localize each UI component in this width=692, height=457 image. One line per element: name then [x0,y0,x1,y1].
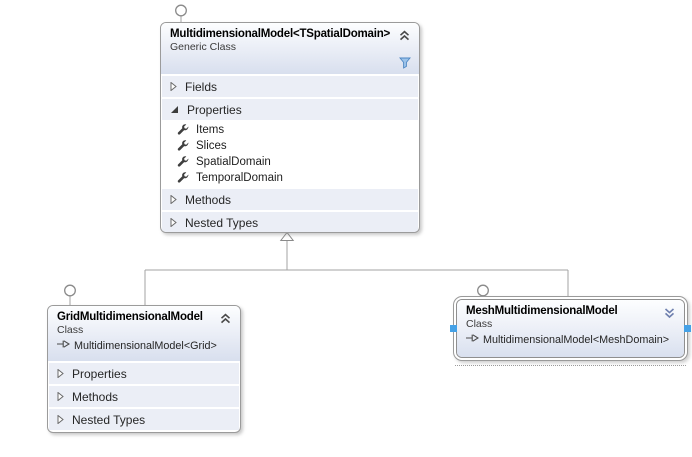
expander-collapsed-icon[interactable] [170,81,177,92]
member-item[interactable]: Slices [161,138,419,154]
property-member-list: Items Slices SpatialDomain TemporalDomai… [161,120,419,187]
compartment-fields[interactable]: Fields [162,76,418,97]
compartment-label: Methods [185,192,232,207]
expander-collapsed-icon[interactable] [57,368,64,379]
selection-adorner: MeshMultidimensionalModel Class Multidim… [450,296,691,366]
expander-collapsed-icon[interactable] [170,194,177,205]
connection-point-circle [64,284,76,297]
inheritance-triangle-arrowhead [279,231,295,241]
compartment-label: Fields [185,79,218,94]
connection-point-circle [175,4,187,17]
compartment-methods[interactable]: Methods [162,189,418,210]
wrench-property-icon [177,139,190,153]
class-title: MultidimensionalModel<TSpatialDomain> [170,28,391,40]
member-item[interactable]: TemporalDomain [161,170,419,186]
class-stereotype: Generic Class [170,41,236,53]
class-node-meshmultidimensionalmodel[interactable]: MeshMultidimensionalModel Class Multidim… [456,299,685,358]
wrench-property-icon [177,155,190,169]
base-type-row: MultidimensionalModel<Grid> [57,339,232,352]
compartment-nested-types[interactable]: Nested Types [49,409,239,430]
expander-collapsed-icon[interactable] [57,391,64,402]
inherits-arrow-icon [57,339,71,352]
compartment-label: Properties [187,102,242,117]
chevron-double-up-icon[interactable] [398,30,411,42]
compartment-label: Methods [72,389,119,404]
member-item[interactable]: Items [161,122,419,138]
member-label: SpatialDomain [196,156,271,168]
class-stereotype: Class [57,324,84,336]
member-label: Slices [196,140,227,152]
connection-point-circle [477,284,489,297]
wrench-property-icon [177,171,190,185]
class-header[interactable]: MultidimensionalModel<TSpatialDomain> Ge… [161,23,419,74]
compartment-properties[interactable]: Properties [49,363,239,384]
filter-icon[interactable] [399,57,411,69]
member-label: Items [196,124,225,136]
base-type-row: MultidimensionalModel<MeshDomain> [466,333,676,346]
inherits-arrow-icon [466,333,480,346]
class-stereotype: Class [466,318,493,330]
selection-dotted-edge [455,365,686,366]
expander-collapsed-icon[interactable] [57,414,64,425]
class-title: MeshMultidimensionalModel [466,305,618,317]
chevron-double-down-icon[interactable] [663,307,676,319]
member-item[interactable]: SpatialDomain [161,154,419,170]
base-type-label: MultidimensionalModel<MeshDomain> [483,333,670,346]
compartment-properties[interactable]: Properties [162,99,418,120]
class-title: GridMultidimensionalModel [57,311,203,323]
wrench-property-icon [177,123,190,137]
class-node-multidimensionalmodel[interactable]: MultidimensionalModel<TSpatialDomain> Ge… [160,22,420,233]
compartment-methods[interactable]: Methods [49,386,239,407]
selection-resize-handle[interactable] [684,325,691,332]
compartment-label: Nested Types [185,215,259,230]
compartment-label: Nested Types [72,412,146,427]
class-header[interactable]: MeshMultidimensionalModel Class Multidim… [457,300,684,357]
chevron-double-up-icon[interactable] [219,313,232,325]
class-header[interactable]: GridMultidimensionalModel Class Multidim… [48,306,240,361]
expander-expanded-icon[interactable] [170,105,179,114]
expander-collapsed-icon[interactable] [170,217,177,228]
member-label: TemporalDomain [196,172,283,184]
compartment-label: Properties [72,366,127,381]
selection-resize-handle[interactable] [450,325,457,332]
class-node-gridmultidimensionalmodel[interactable]: GridMultidimensionalModel Class Multidim… [47,305,241,433]
compartment-nested-types[interactable]: Nested Types [162,212,418,232]
base-type-label: MultidimensionalModel<Grid> [74,339,217,352]
